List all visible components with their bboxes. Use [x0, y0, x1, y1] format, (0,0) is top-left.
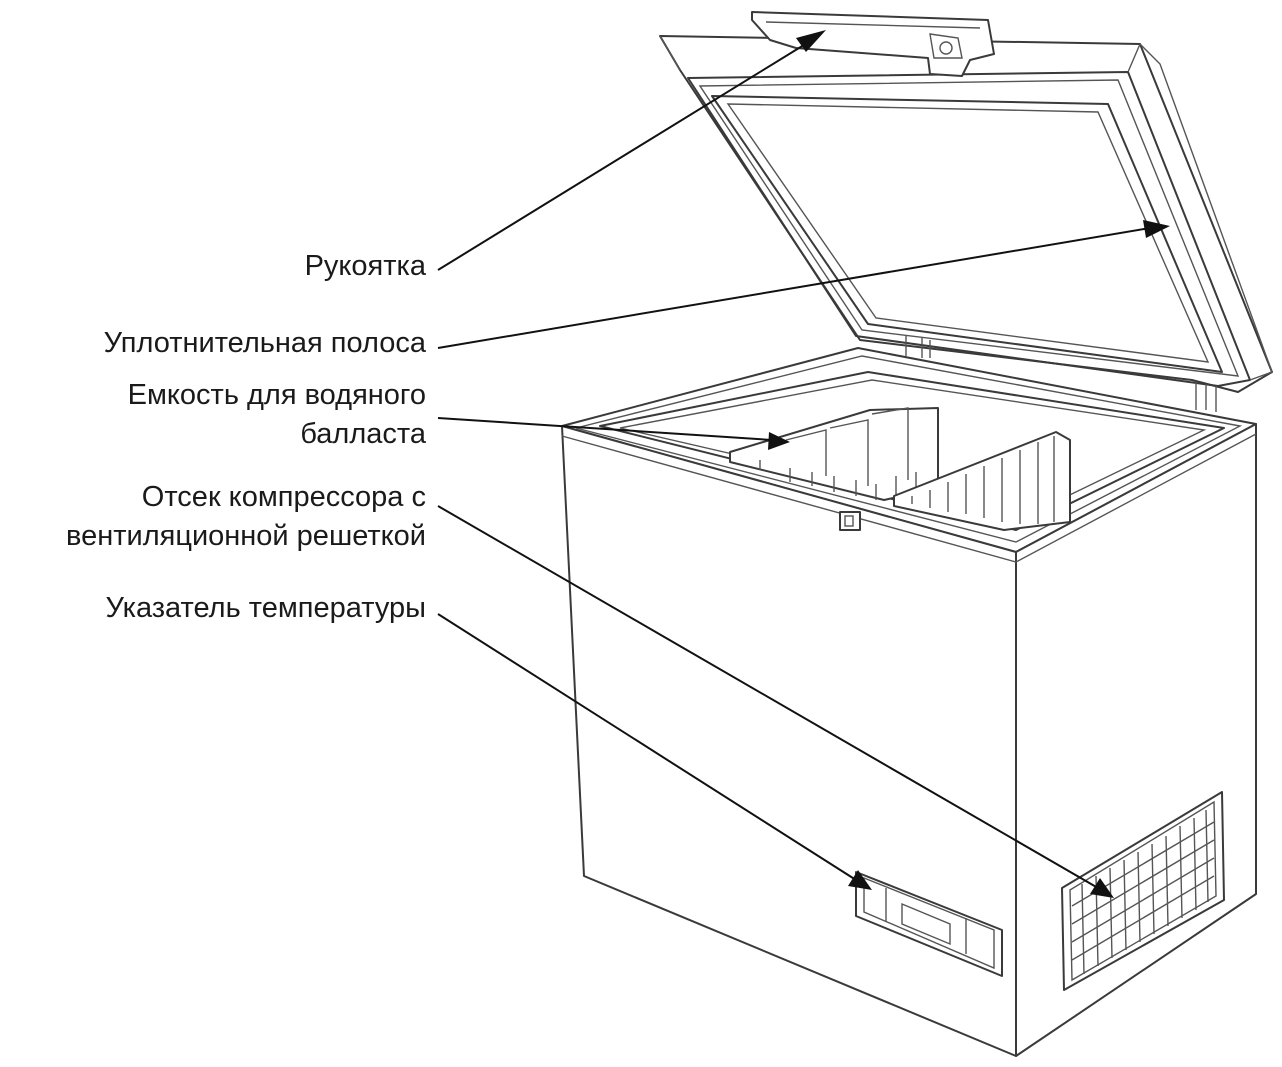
lid-handle	[751, 11, 995, 77]
label-compressor-line2: вентиляционной решеткой	[66, 520, 426, 552]
label-water-ballast-line1: Емкость для водяного	[127, 379, 426, 411]
temperature-indicator	[855, 871, 1003, 977]
label-seal-strip-text: Уплотнительная полоса	[103, 327, 426, 359]
compressor-vent-grille	[1061, 791, 1225, 991]
freezer-lid	[659, 35, 1273, 393]
leader-ballast	[437, 417, 790, 450]
leader-compressor	[437, 505, 1114, 898]
label-water-ballast: Емкость для водяного балласта	[128, 376, 426, 454]
label-compressor: Отсек компрессора с вентиляционной решет…	[66, 478, 426, 556]
leader-temperature	[437, 613, 872, 890]
label-temperature: Указатель температуры	[106, 589, 426, 628]
label-water-ballast-line2: балласта	[300, 418, 426, 450]
label-temperature-text: Указатель температуры	[105, 592, 426, 624]
leader-handle	[437, 30, 826, 271]
label-compressor-line1: Отсек компрессора с	[141, 481, 426, 513]
label-handle: Рукоятка	[305, 247, 426, 286]
water-ballast-container	[729, 407, 1071, 531]
label-handle-text: Рукоятка	[304, 250, 426, 282]
leader-seal-strip	[437, 220, 1170, 349]
label-seal-strip: Уплотнительная полоса	[104, 324, 426, 363]
